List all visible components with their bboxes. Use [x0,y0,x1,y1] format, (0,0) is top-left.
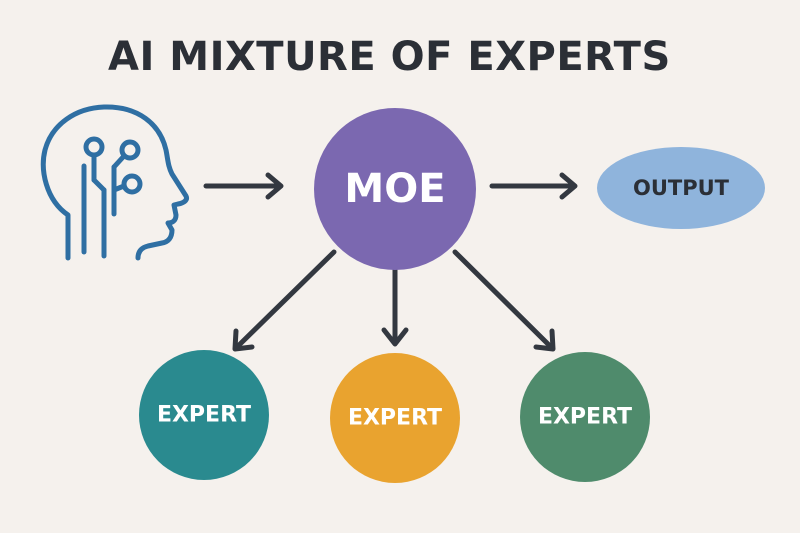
moe-node [314,108,476,270]
arrow-moe-to-output [489,172,578,200]
arrow-moe-to-expert-1 [232,249,337,352]
expert-label-3: EXPERT [537,404,633,430]
expert-node-2 [330,353,460,483]
head-circuit-icon [40,104,189,261]
expert-node-1 [139,350,269,480]
moe-label: MOE [344,166,446,212]
arrows [203,172,578,352]
page-title: AI MIXTURE OF EXPERTS [108,34,671,80]
arrow-input-to-moe [203,172,284,200]
output-node [597,147,765,229]
expert-node-3 [520,352,650,482]
output-label: OUTPUT [633,176,729,200]
arrow-moe-to-expert-3 [452,249,556,352]
expert-label-1: EXPERT [156,402,252,428]
arrow-moe-to-expert-2 [381,263,409,347]
expert-label-2: EXPERT [347,405,443,431]
